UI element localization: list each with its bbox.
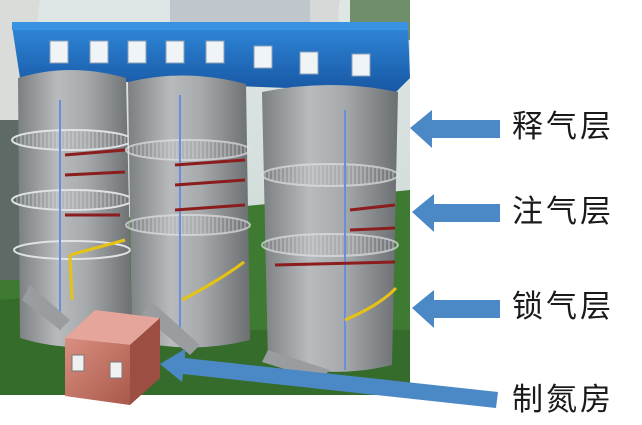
background-building bbox=[170, 0, 310, 26]
gallery-windows bbox=[49, 40, 371, 77]
label-nitrogen-room: 制氮房 bbox=[512, 382, 614, 418]
arrow-injection-layer bbox=[412, 194, 500, 232]
silo-right bbox=[261, 85, 399, 380]
silo-middle bbox=[125, 75, 251, 355]
nitrogen-room-building bbox=[65, 310, 160, 405]
photo-area bbox=[0, 0, 410, 405]
label-lock-layer: 锁气层 bbox=[512, 289, 614, 325]
arrow-release-layer bbox=[410, 110, 500, 148]
arrow-lock-layer bbox=[412, 290, 500, 328]
arrow-nitrogen-room bbox=[160, 349, 498, 408]
label-release-layer: 释气层 bbox=[512, 109, 614, 145]
label-injection-layer: 注气层 bbox=[512, 194, 614, 230]
silo-left bbox=[11, 70, 133, 348]
